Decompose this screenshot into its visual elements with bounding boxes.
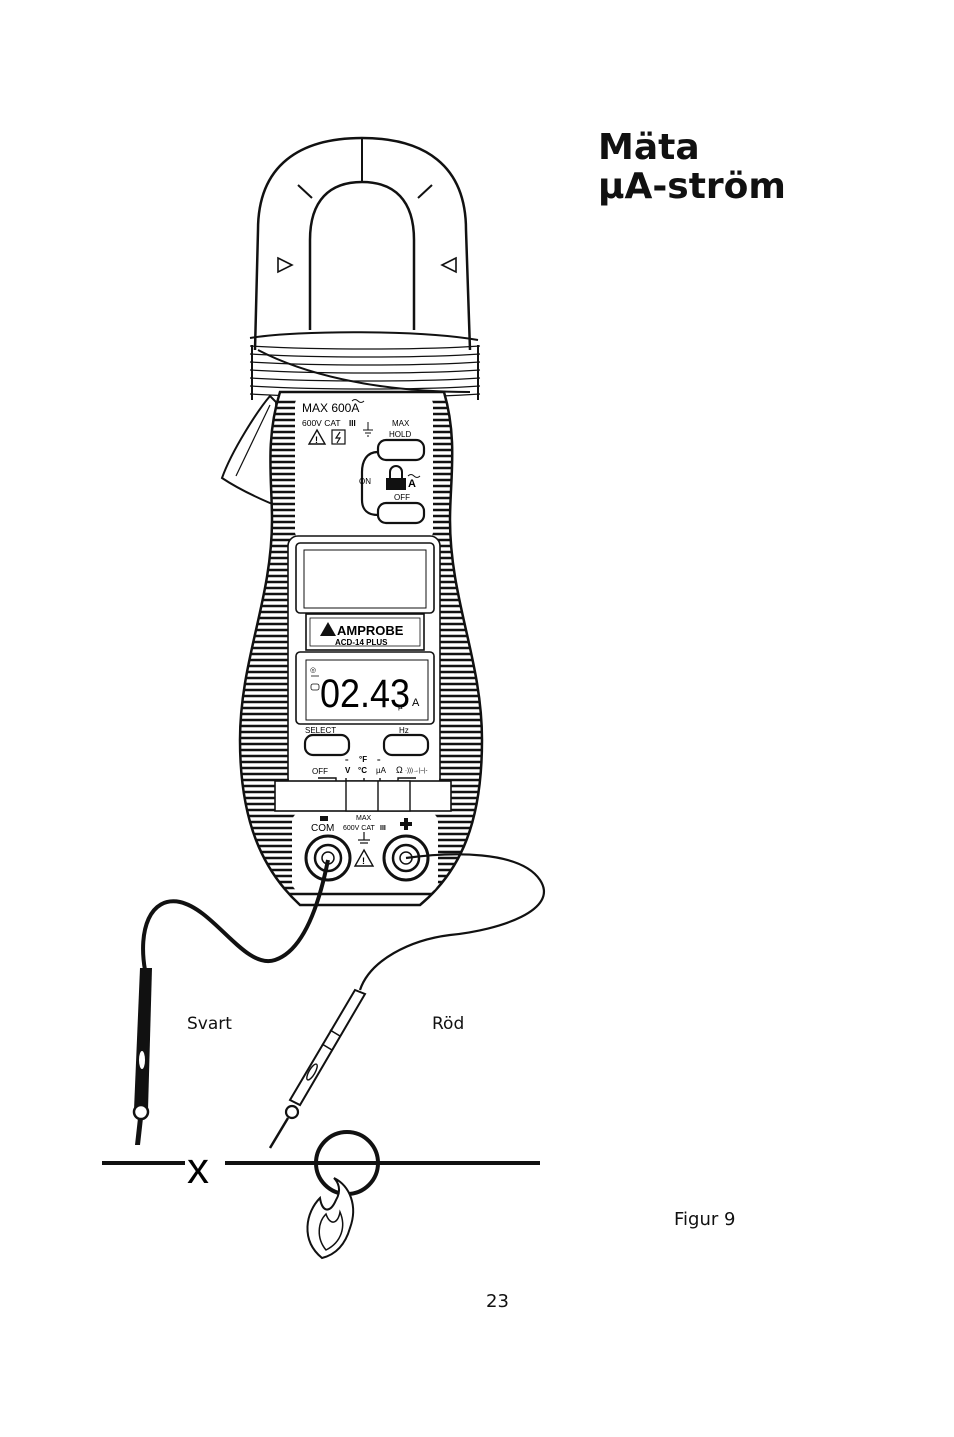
black-test-lead xyxy=(132,859,330,1145)
svg-text:=: = xyxy=(377,758,381,764)
svg-text:◎: ◎ xyxy=(310,667,316,674)
off-label: OFF xyxy=(394,493,410,502)
max-hold-button[interactable] xyxy=(376,438,426,462)
com-label: COM xyxy=(311,823,334,834)
max-rating-label: MAX 600A xyxy=(302,401,359,415)
dial-microamps: µA xyxy=(376,766,387,775)
lcd-reading: 02.43 xyxy=(320,672,410,716)
jack-category-label: 600V CAT xyxy=(343,825,375,832)
red-lead-label: Röd xyxy=(432,1014,465,1034)
jack-max-label: MAX xyxy=(356,815,372,822)
lcd-display: ◎ 02.43 µ A xyxy=(295,651,435,725)
shock-warning-icon xyxy=(331,429,346,445)
flame-icon xyxy=(306,1177,355,1260)
dial-celsius: °C xyxy=(358,766,367,775)
black-lead-label: Svart xyxy=(187,1014,232,1034)
brand-plate: AMPROBE ACD-14 PLUS xyxy=(305,613,425,651)
jack-category-numeral: III xyxy=(380,825,386,832)
brand-logo-icon xyxy=(320,622,336,636)
select-button[interactable] xyxy=(303,733,351,757)
hz-button[interactable] xyxy=(382,733,430,757)
lock-icon xyxy=(386,465,406,490)
power-off-button[interactable] xyxy=(376,501,426,525)
plus-icon xyxy=(400,818,412,830)
page-number: 23 xyxy=(486,1291,509,1312)
svg-text:·)))→|–|‑: ·)))→|–|‑ xyxy=(405,768,427,774)
heading-line-2: µA-ström xyxy=(598,166,786,207)
select-label: SELECT xyxy=(305,726,336,735)
model-name: ACD-14 PLUS xyxy=(335,638,388,647)
max-hold-label-2: HOLD xyxy=(389,430,411,439)
warning-icon xyxy=(307,428,327,445)
ground-icon xyxy=(363,422,373,437)
dial-off: OFF xyxy=(312,767,328,776)
brand-name: AMPROBE xyxy=(337,623,404,638)
jack-warning-icon xyxy=(353,848,375,867)
hz-label: Hz xyxy=(399,726,409,735)
svg-text:A: A xyxy=(408,478,416,490)
upper-window xyxy=(295,542,435,614)
on-label: ON xyxy=(359,477,371,486)
lcd-prefix: µ xyxy=(398,702,403,711)
dial-fahrenheit: °F xyxy=(359,755,367,764)
dial-ohms: Ω xyxy=(396,765,403,775)
jack-ground-icon xyxy=(358,832,370,844)
category-label: 600V CAT xyxy=(302,418,341,428)
heading-line-1: Mäta xyxy=(598,127,700,168)
lcd-unit: A xyxy=(412,697,420,709)
max-hold-label-1: MAX xyxy=(392,419,410,428)
svg-text:!: ! xyxy=(315,435,318,445)
clamp-jaw xyxy=(249,136,479,351)
svg-text:!: ! xyxy=(362,856,365,866)
page-heading: Mäta µA-ström xyxy=(598,128,786,206)
red-test-lead xyxy=(268,853,545,1149)
svg-text:=: = xyxy=(345,758,349,764)
circuit-diagram: x xyxy=(102,1130,540,1260)
dial-volts: V xyxy=(345,766,351,775)
category-numeral: III xyxy=(349,419,356,428)
figure-caption: Figur 9 xyxy=(674,1209,736,1230)
function-switch[interactable] xyxy=(274,780,452,812)
circuit-break-mark: x xyxy=(187,1144,209,1193)
